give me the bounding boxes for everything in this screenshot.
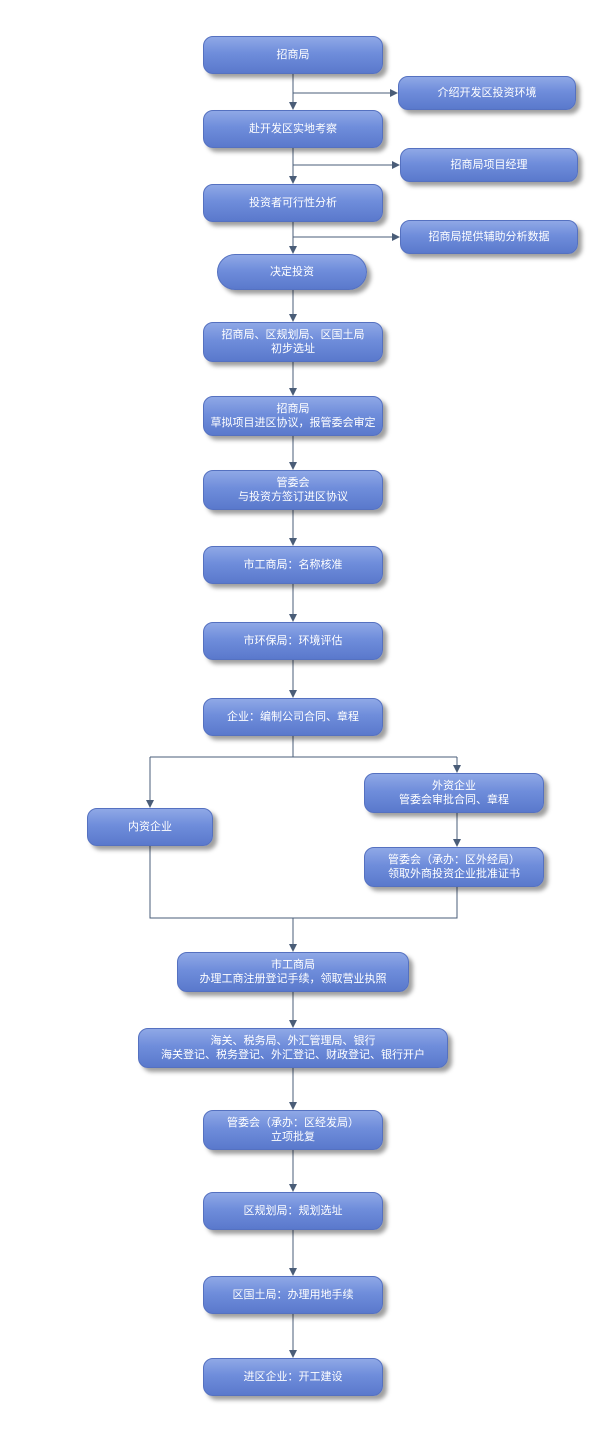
- node-company-contract: 企业：编制公司合同、章程: [203, 698, 383, 736]
- node-text-line: 进区企业：开工建设: [243, 1370, 343, 1383]
- node-text-line: 区规划局：规划选址: [243, 1204, 343, 1217]
- node-text-line: 海关、税务局、外汇管理局、银行: [210, 1034, 376, 1047]
- node-sign-agreement: 管委会与投资方签订进区协议: [203, 470, 383, 510]
- node-introduce-environment: 介绍开发区投资环境: [398, 76, 576, 110]
- node-text-line: 招商局项目经理: [450, 158, 528, 171]
- node-text-line: 与投资方签订进区协议: [238, 490, 348, 503]
- node-investment-decision: 决定投资: [217, 254, 367, 290]
- node-text-line: 立项批复: [271, 1130, 315, 1143]
- node-text-line: 企业：编制公司合同、章程: [227, 710, 359, 723]
- node-text-line: 市工商局：名称核准: [243, 558, 343, 571]
- node-feasibility-analysis: 投资者可行性分析: [203, 184, 383, 222]
- node-name-approval: 市工商局：名称核准: [203, 546, 383, 584]
- node-text-line: 管委会（承办：区外经局）: [388, 853, 520, 866]
- node-text-line: 决定投资: [270, 265, 314, 278]
- node-planning-site: 区规划局：规划选址: [203, 1192, 383, 1230]
- node-environment-assessment: 市环保局：环境评估: [203, 622, 383, 660]
- node-analysis-data: 招商局提供辅助分析数据: [400, 220, 578, 254]
- node-project-approval: 管委会（承办：区经发局）立项批复: [203, 1110, 383, 1150]
- node-text-line: 区国土局：办理用地手续: [232, 1288, 354, 1301]
- node-text-line: 市环保局：环境评估: [243, 634, 343, 647]
- node-text-line: 领取外商投资企业批准证书: [388, 867, 520, 880]
- node-text-line: 管委会（承办：区经发局）: [227, 1116, 359, 1129]
- node-text-line: 外资企业: [432, 779, 476, 792]
- node-text-line: 招商局: [276, 48, 310, 61]
- node-project-manager: 招商局项目经理: [400, 148, 578, 182]
- connector-line: [149, 846, 458, 919]
- node-investment-bureau: 招商局: [203, 36, 383, 74]
- node-foreign-enterprise: 外资企业管委会审批合同、章程: [364, 773, 544, 813]
- node-text-line: 初步选址: [271, 342, 315, 355]
- node-preliminary-site: 招商局、区规划局、区国土局初步选址: [203, 322, 383, 362]
- node-land-procedures: 区国土局：办理用地手续: [203, 1276, 383, 1314]
- node-text-line: 介绍开发区投资环境: [437, 86, 537, 99]
- node-text-line: 管委会审批合同、章程: [399, 793, 509, 806]
- node-text-line: 招商局、区规划局、区国土局: [221, 328, 365, 341]
- node-text-line: 管委会: [276, 476, 310, 489]
- node-approval-certificate: 管委会（承办：区外经局）领取外商投资企业批准证书: [364, 847, 544, 887]
- node-text-line: 草拟项目进区协议，报管委会审定: [210, 416, 376, 429]
- node-text-line: 招商局提供辅助分析数据: [428, 230, 550, 243]
- node-text-line: 办理工商注册登记手续，领取营业执照: [199, 972, 387, 985]
- node-business-license: 市工商局办理工商注册登记手续，领取营业执照: [177, 952, 409, 992]
- node-registrations: 海关、税务局、外汇管理局、银行海关登记、税务登记、外汇登记、财政登记、银行开户: [138, 1028, 448, 1068]
- node-text-line: 赴开发区实地考察: [249, 122, 337, 135]
- node-text-line: 海关登记、税务登记、外汇登记、财政登记、银行开户: [161, 1048, 425, 1061]
- node-start-construction: 进区企业：开工建设: [203, 1358, 383, 1396]
- node-text-line: 内资企业: [128, 820, 172, 833]
- node-site-inspection: 赴开发区实地考察: [203, 110, 383, 148]
- node-text-line: 投资者可行性分析: [249, 196, 337, 209]
- node-domestic-enterprise: 内资企业: [87, 808, 213, 846]
- node-text-line: 市工商局: [271, 958, 315, 971]
- node-text-line: 招商局: [276, 402, 310, 415]
- node-draft-agreement: 招商局草拟项目进区协议，报管委会审定: [203, 396, 383, 436]
